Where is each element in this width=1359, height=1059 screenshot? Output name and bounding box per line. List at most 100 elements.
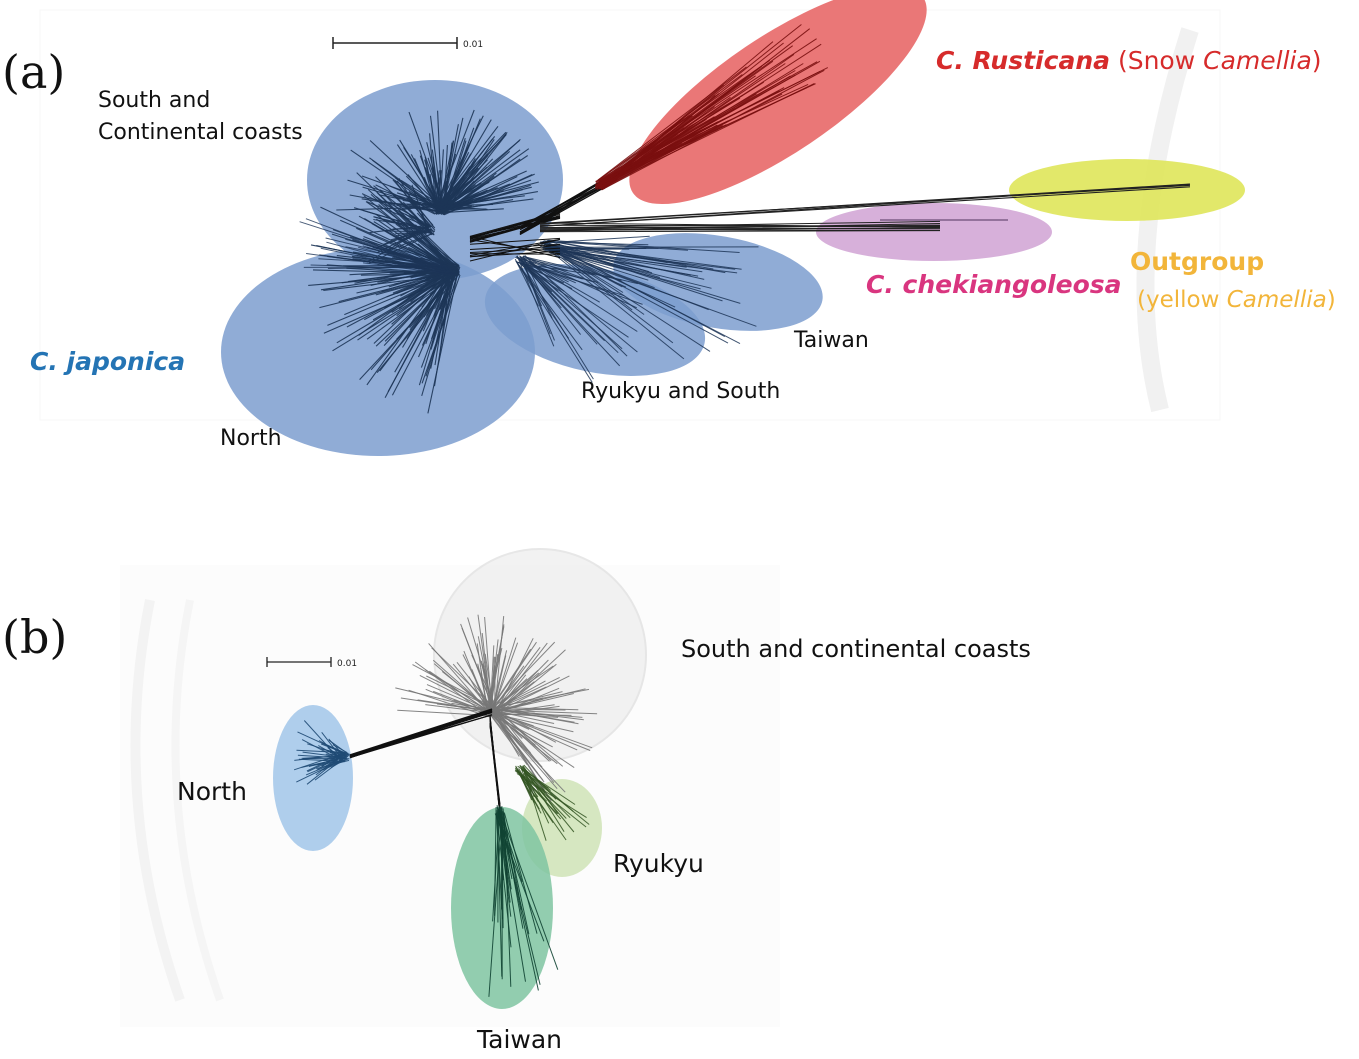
network-edge [436,153,489,211]
network-edge [524,256,638,285]
network-edge [547,246,634,271]
network-edge [442,180,475,213]
label-ryukyu-b: Ryukyu [613,849,704,878]
network-edge [330,758,347,769]
network-edge [599,75,791,189]
network-edge [425,669,488,711]
ellipse-chekiangoleosa [816,203,1052,261]
network-edge [543,243,711,352]
network-edge [428,643,491,714]
background-arc [1136,27,1199,413]
network-edge [469,211,561,237]
network-edge [546,247,687,268]
network-edge [487,706,579,725]
label-taiwan-a: Taiwan [793,328,869,353]
network-edge [320,247,448,276]
network-edge [516,262,583,351]
network-edge [439,149,444,208]
scale-label-b: 0.01 [337,659,357,669]
network-edge [358,246,453,273]
network-edge [497,809,541,985]
network-edge [492,707,584,721]
network-edge [330,749,342,759]
rusticana-close: ) [1312,46,1322,75]
network-branches-b [293,614,598,997]
network-edge [398,178,433,234]
network-edge [477,636,494,717]
network-edge [436,170,527,212]
panel-b: 0.01 (b) South and continental coasts No… [2,548,1031,1054]
network-edge [319,272,457,309]
network-edge [469,216,561,243]
network-edge [357,273,456,341]
network-edge [327,266,451,269]
label-outgroup: Outgroup [1130,247,1264,276]
network-edge [523,769,550,824]
network-edge [469,244,561,258]
network-edge [542,240,741,345]
background-frame [39,9,1221,421]
network-edge [469,235,561,259]
network-edge [520,264,629,338]
network-edge [432,156,439,214]
outgroup-close: ) [1327,287,1336,313]
network-edge [409,193,441,210]
network-edge [548,239,740,253]
network-edge [523,261,623,350]
network-edge [517,256,594,380]
network-edge [543,242,705,280]
network-edge [500,813,516,873]
network-branches-a [299,24,1191,414]
network-edge [492,708,566,711]
network-edge [521,768,590,825]
network-edge [440,117,464,214]
network-edge [441,208,504,214]
scale-bar-b: 0.01 [266,657,357,669]
network-edge [516,769,567,841]
network-edge [379,268,459,372]
network-edge [519,183,611,236]
network-edge [494,806,497,916]
network-edge [539,220,941,229]
network-edge [516,261,625,297]
network-edge [600,24,802,184]
network-edge [469,238,561,262]
network-edge [597,66,747,181]
network-edge [468,676,489,710]
network-edge [487,711,528,765]
network-edge [345,238,447,266]
network-edge [501,810,530,935]
network-edge [436,167,451,207]
label-taiwan-b: Taiwan [476,1025,562,1054]
network-edge [602,75,756,182]
network-edge [345,246,447,267]
panel-letter-a: (a) [2,45,65,99]
network-edge [425,237,457,271]
network-edge [549,248,703,273]
network-edge [431,149,441,213]
network-edge [494,638,534,715]
network-edge [369,224,430,234]
label-ryukyu-south: Ryukyu and South [581,379,780,404]
network-edge [388,192,444,215]
network-edge [396,273,458,340]
network-edge [297,754,347,759]
scale-bar-a: 0.01 [332,37,483,50]
network-edge [518,257,598,345]
network-edge [490,709,555,724]
network-edge [539,243,623,288]
network-edge [421,274,461,384]
network-edge [424,167,442,208]
network-edge [490,641,537,710]
network-edge [516,256,605,342]
network-edge [383,224,431,245]
network-edge [519,183,611,231]
panel-letter-b: (b) [2,610,67,664]
network-edge [328,738,346,758]
network-edge [514,258,539,307]
network-edge [595,70,821,184]
network-edge [308,272,451,286]
panel-a: 0.01 (a) South and Continental coasts C.… [2,0,1336,456]
network-edge [444,203,494,206]
network-edge [375,218,452,272]
